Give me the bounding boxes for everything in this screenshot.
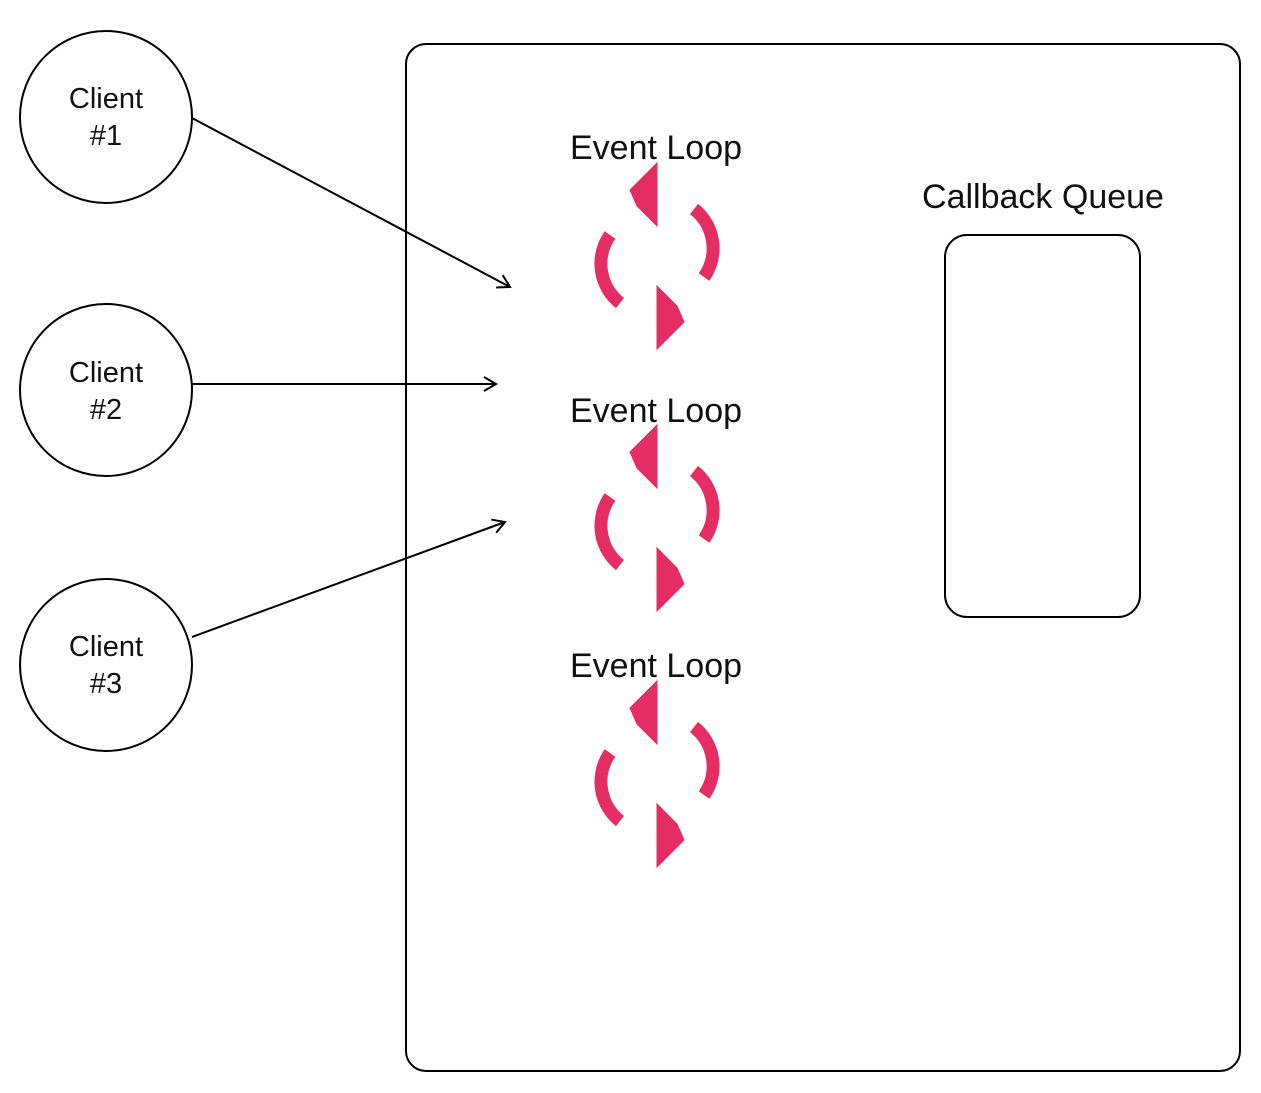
- client-1-arrow: [191, 117, 512, 289]
- refresh-cycle-icon: [601, 425, 713, 611]
- client-2-label: Client #2: [68, 357, 144, 426]
- refresh-cycle-icon: [601, 681, 713, 867]
- client-2-circle: [19, 303, 193, 477]
- callback-queue-box: [944, 234, 1141, 618]
- callback-queue-label: Callback Queue: [922, 178, 1164, 216]
- event-loop-2-label: Event Loop: [569, 392, 743, 430]
- client-3-arrow: [191, 518, 507, 638]
- client-1-label: Client #1: [68, 83, 144, 152]
- client-1-circle: [19, 30, 193, 204]
- event-loop-3-label: Event Loop: [569, 647, 743, 685]
- client-3-circle: [19, 578, 193, 752]
- client-3-label: Client #3: [68, 631, 144, 700]
- event-loop-1-label: Event Loop: [569, 129, 743, 167]
- refresh-cycle-icon: [601, 163, 713, 349]
